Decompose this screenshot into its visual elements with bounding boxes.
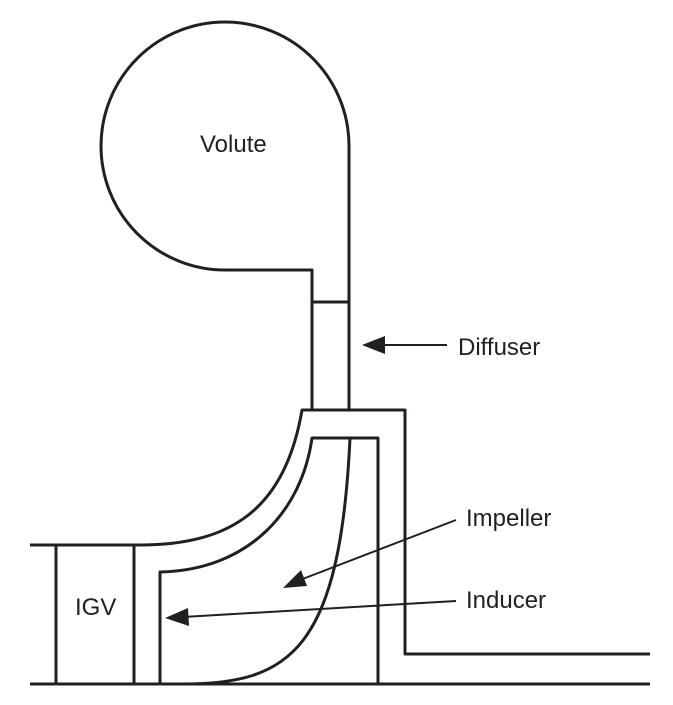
inducer-arrowhead	[165, 608, 189, 626]
impeller-arrowhead	[283, 570, 307, 588]
igv-label: IGV	[75, 594, 116, 621]
volute-label: Volute	[200, 131, 267, 158]
diffuser-label: Diffuser	[458, 334, 540, 361]
impeller-outline	[158, 436, 380, 684]
diffuser-arrowhead	[362, 336, 385, 354]
impeller-label: Impeller	[466, 505, 551, 532]
inducer-label: Inducer	[466, 587, 546, 614]
impeller-blade	[182, 437, 352, 686]
inducer-arrow-line	[182, 600, 457, 618]
volute-outline	[99, 20, 351, 410]
outer-casing	[30, 408, 650, 656]
impeller-arrow-line	[299, 519, 457, 581]
